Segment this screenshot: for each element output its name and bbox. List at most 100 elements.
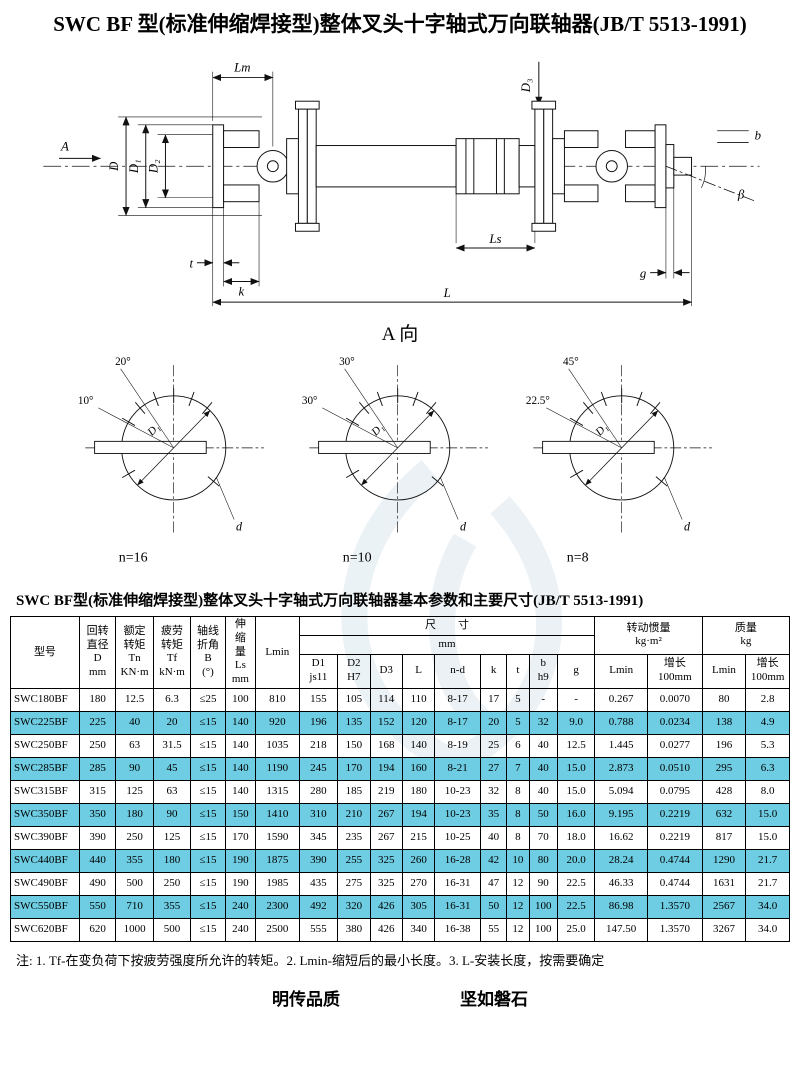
value-cell: ≤15 xyxy=(190,825,226,850)
value-cell: 12.5 xyxy=(115,687,154,712)
value-cell: - xyxy=(556,687,596,712)
value-cell: 8.0 xyxy=(745,779,790,804)
value-cell: 150 xyxy=(337,733,371,758)
value-cell: 80 xyxy=(701,687,747,712)
value-cell: 315 xyxy=(78,779,117,804)
label-ls: Ls xyxy=(488,232,501,246)
value-cell: 240 xyxy=(224,894,257,919)
value-cell: 63 xyxy=(152,779,192,804)
value-cell: 810 xyxy=(255,687,300,712)
value-cell: 10 xyxy=(506,848,530,873)
value-cell: 350 xyxy=(78,802,117,827)
model-cell: SWC440BF xyxy=(10,848,80,873)
value-cell: 86.98 xyxy=(594,894,649,919)
value-cell: 168 xyxy=(369,733,403,758)
value-cell: 150 xyxy=(224,802,257,827)
label-t: t xyxy=(189,257,193,271)
value-cell: 426 xyxy=(369,894,403,919)
value-cell: 12 xyxy=(506,917,530,942)
col-subheader-d1: D1 js11 xyxy=(298,653,339,689)
value-cell: ≤15 xyxy=(190,733,226,758)
col-group-inertia: 转动惯量 kg·m² xyxy=(594,616,703,655)
label-lm: Lm xyxy=(233,61,250,75)
dimension-labels: A Lm D D₁ D₂ D₃ t k Ls g L b β xyxy=(60,61,762,301)
value-cell: 0.788 xyxy=(594,710,649,735)
value-cell: 100 xyxy=(528,917,558,942)
footer: 明传品质 坚如磐石 xyxy=(0,985,800,1010)
value-cell: 0.0070 xyxy=(647,687,703,712)
value-cell: 285 xyxy=(78,756,117,781)
angle-outer-label: 45° xyxy=(563,356,579,368)
value-cell: 8 xyxy=(506,802,530,827)
bolt-hole-ticks xyxy=(569,388,668,487)
model-cell: SWC225BF xyxy=(10,710,80,735)
value-cell: 267 xyxy=(369,825,403,850)
value-cell: 110 xyxy=(401,687,436,712)
value-cell: 492 xyxy=(298,894,339,919)
bolt-hole-ticks xyxy=(345,388,444,487)
value-cell: 20 xyxy=(152,710,192,735)
coupling-outline xyxy=(43,61,760,307)
label-b: b xyxy=(755,129,762,143)
value-cell: 390 xyxy=(298,848,339,873)
value-cell: 219 xyxy=(369,779,403,804)
value-cell: 1315 xyxy=(255,779,300,804)
label-d3: D₃ xyxy=(519,79,533,94)
value-cell: 275 xyxy=(337,871,371,896)
col-subheader-d3: D3 xyxy=(369,653,403,689)
model-cell: SWC285BF xyxy=(10,756,80,781)
value-cell: 100 xyxy=(224,687,257,712)
value-cell: 490 xyxy=(78,871,117,896)
value-cell: 42 xyxy=(479,848,508,873)
value-cell: 5.094 xyxy=(594,779,649,804)
model-cell: SWC620BF xyxy=(10,917,80,942)
value-cell: 22.5 xyxy=(556,871,596,896)
value-cell: 390 xyxy=(78,825,117,850)
value-cell: 1.3570 xyxy=(647,917,703,942)
value-cell: 235 xyxy=(337,825,371,850)
value-cell: 170 xyxy=(337,756,371,781)
col-subheader-inertia-per100: 增长 100mm xyxy=(647,653,703,689)
value-cell: 40 xyxy=(528,733,558,758)
value-cell: 16-28 xyxy=(434,848,481,873)
value-cell: 135 xyxy=(337,710,371,735)
angle-inner-label: 30° xyxy=(302,395,318,407)
value-cell: 550 xyxy=(78,894,117,919)
model-cell: SWC315BF xyxy=(10,779,80,804)
value-cell: 4.9 xyxy=(745,710,790,735)
model-cell: SWC350BF xyxy=(10,802,80,827)
col-group-size: 尺 寸 xyxy=(298,616,596,636)
value-cell: 5 xyxy=(506,710,530,735)
value-cell: 34.0 xyxy=(745,894,790,919)
extension-lines xyxy=(118,71,692,307)
label-l: L xyxy=(443,286,451,300)
value-cell: 0.0795 xyxy=(647,779,703,804)
value-cell: 0.4744 xyxy=(647,848,703,873)
value-cell: 345 xyxy=(298,825,339,850)
value-cell: 15.0 xyxy=(745,825,790,850)
value-cell: 2500 xyxy=(255,917,300,942)
value-cell: 2.873 xyxy=(594,756,649,781)
value-cell: 0.267 xyxy=(594,687,649,712)
value-cell: ≤15 xyxy=(190,802,226,827)
spec-table-head: 型号 回转 直径 D mm 额定 转矩 Tn KN·m 疲劳 转矩 Tf kN·… xyxy=(10,616,791,689)
value-cell: 355 xyxy=(152,894,192,919)
value-cell: 22.5 xyxy=(556,894,596,919)
end-view-n10: 30° 30° D₁ d n=10 xyxy=(302,356,488,565)
value-cell: 245 xyxy=(298,756,339,781)
model-cell: SWC550BF xyxy=(10,894,80,919)
value-cell: 120 xyxy=(401,710,436,735)
value-cell: 260 xyxy=(401,848,436,873)
value-cell: 46.33 xyxy=(594,871,649,896)
value-cell: 380 xyxy=(337,917,371,942)
value-cell: 16.62 xyxy=(594,825,649,850)
value-cell: 270 xyxy=(401,871,436,896)
value-cell: 114 xyxy=(369,687,403,712)
label-a: A xyxy=(60,139,69,153)
value-cell: 1000 xyxy=(115,917,154,942)
angle-outer-label: 30° xyxy=(339,356,355,368)
hole-count-label: n=16 xyxy=(119,550,148,565)
label-g: g xyxy=(640,267,647,281)
